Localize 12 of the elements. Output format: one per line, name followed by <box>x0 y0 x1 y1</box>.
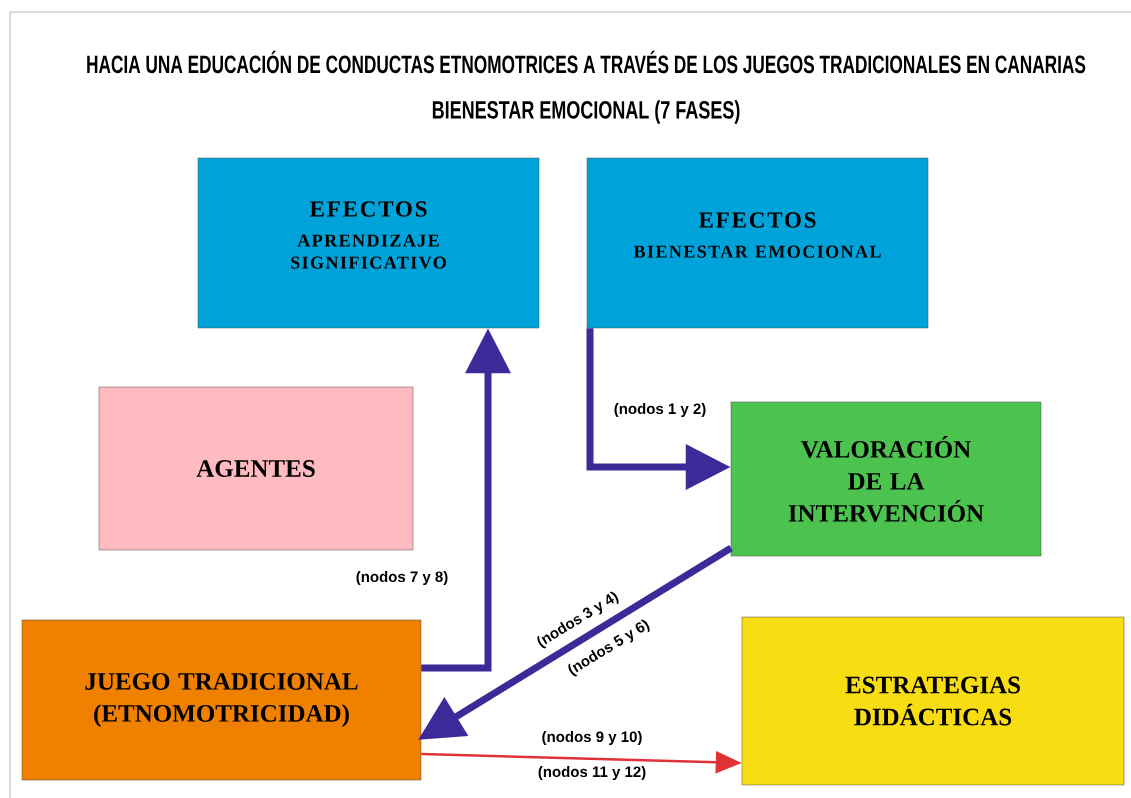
edge-label: (nodos 7 y 8) <box>356 571 448 585</box>
box: EFECTOS APRENDIZAJE SIGNIFICATIVO <box>197 157 540 329</box>
title: HACIA UNA EDUCACIÓN DE CONDUCTAS ETNOMOTRICES A TRAVÉS DE LOS JUEGOS TRADICIONALES EN CANARIAS <box>87 50 1086 74</box>
edge-label: (nodos 9 y 10) <box>542 731 642 745</box>
box: VALORACIÓN DE LA INTERVENCIÓN <box>730 401 1042 557</box>
box: EFECTOS BIENESTAR EMOCIONAL <box>586 157 929 329</box>
edge-label: (nodos 1 y 2) <box>614 403 706 417</box>
box: JUEGO TRADICIONAL (ETNOMOTRICIDAD) <box>21 619 422 781</box>
line-caption: (nodos 11 y 12) <box>538 766 646 780</box>
box: ESTRATEGIAS DIDÁCTICAS <box>741 616 1125 786</box>
box: AGENTES <box>98 386 414 551</box>
subtitle: BIENESTAR EMOCIONAL (7 FASES) <box>432 100 740 124</box>
